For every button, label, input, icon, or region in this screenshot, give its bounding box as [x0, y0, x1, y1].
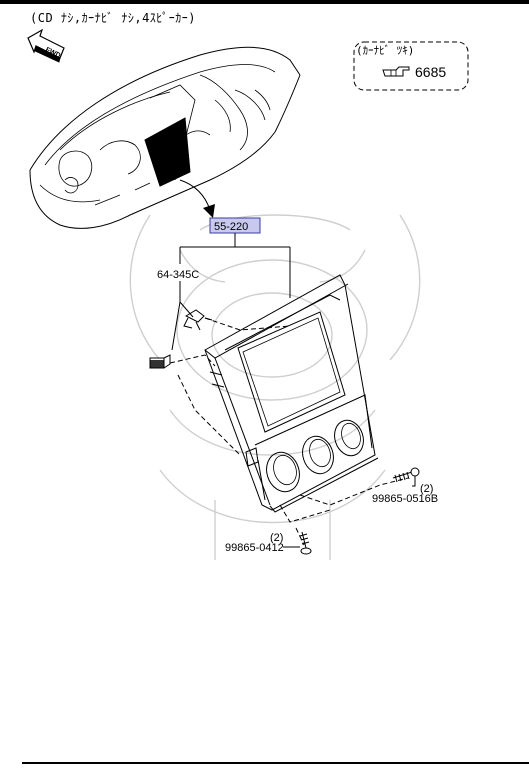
screw-bottom-part-number[interactable]: 99865-0412 — [225, 542, 284, 554]
top-rule — [0, 0, 529, 4]
connector-part — [149, 354, 171, 369]
screw-right-part-number[interactable]: 99865-0516B — [372, 493, 438, 505]
screw-right-quantity: (2) — [420, 483, 433, 495]
screw-bottom-quantity: (2) — [270, 532, 283, 544]
bracket-part-number[interactable]: 64-345C — [157, 269, 199, 281]
reference-box[interactable]: (ｶｰﾅﾋﾞ ﾂｷ) 6685 — [353, 41, 469, 91]
watermark-emblem — [129, 214, 421, 560]
center-panel-part — [204, 274, 379, 513]
dashboard-illustration — [29, 46, 301, 229]
reference-title: (ｶｰﾅﾋﾞ ﾂｷ) — [356, 44, 414, 57]
main-part-callout[interactable]: 55-220 — [209, 217, 261, 234]
diagram-caption: (CD ﾅｼ,ｶｰﾅﾋﾞ ﾅｼ,4ｽﾋﾟｰｶｰ) — [30, 11, 197, 25]
bottom-rule — [22, 762, 529, 764]
screw-bottom-part — [299, 531, 312, 555]
main-part-leader — [179, 233, 291, 298]
reference-page-number[interactable]: 6685 — [415, 64, 446, 80]
fwd-arrow-icon: FWD — [27, 28, 65, 63]
screw-right-part — [392, 467, 420, 487]
main-part-number: 55-220 — [214, 221, 248, 233]
pointing-hand-icon — [382, 66, 410, 77]
bracket-clip-part — [183, 309, 213, 331]
bracket-leader — [171, 281, 194, 351]
